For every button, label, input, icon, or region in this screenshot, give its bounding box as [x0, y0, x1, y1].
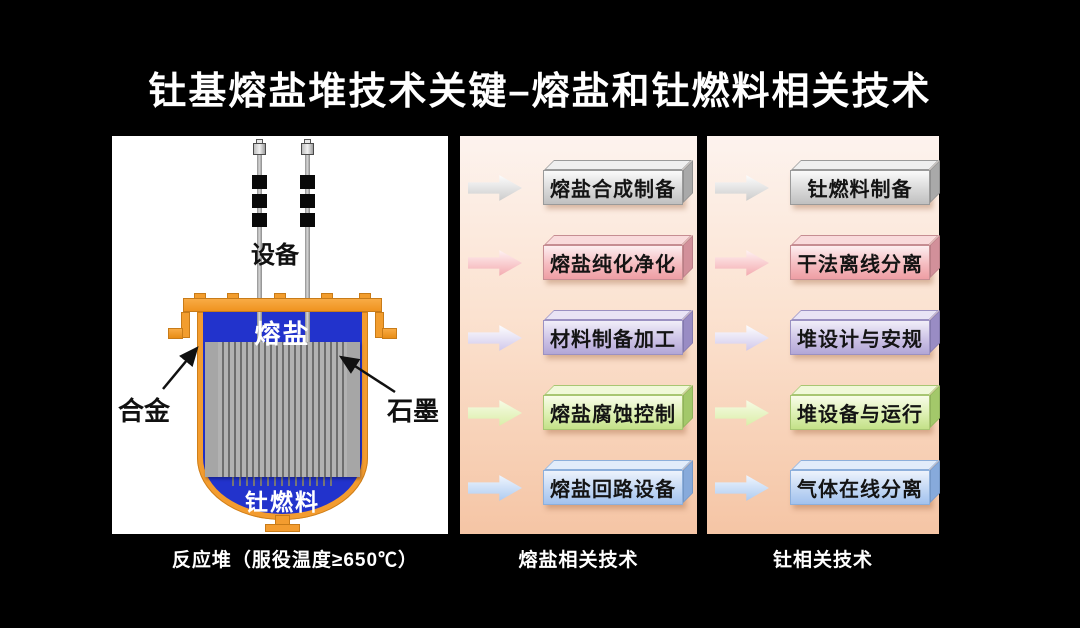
alloy-arrow-icon [162, 346, 199, 390]
reactor-panel: 设备 熔盐 钍燃料 合金 石墨 [112, 136, 448, 534]
vessel-lug-right [375, 312, 384, 338]
tech-box-label: 熔盐合成制备 [550, 179, 676, 201]
vessel-lug-left [181, 312, 190, 338]
graphite-channels [218, 342, 347, 477]
right-arrow-icon [715, 250, 769, 276]
flow-row: 熔盐回路设备 [460, 460, 697, 505]
rod-segment [252, 175, 267, 189]
tech-box-label: 干法离线分离 [797, 254, 923, 276]
tech-box-label: 钍燃料制备 [807, 179, 913, 201]
label-graphite: 石墨 [387, 396, 440, 426]
rod-segment [300, 194, 315, 208]
tech-box-label: 气体在线分离 [797, 479, 923, 501]
right-arrow-icon [715, 325, 769, 351]
tech-box: 熔盐回路设备 [543, 470, 683, 505]
vessel-pipe-left [168, 328, 183, 339]
tech-box: 熔盐合成制备 [543, 170, 683, 205]
flow-row: 气体在线分离 [707, 460, 939, 505]
graphite-core [205, 342, 360, 477]
tech-box-label: 熔盐腐蚀控制 [550, 404, 676, 426]
right-arrow-icon [468, 250, 522, 276]
tech-box: 堆设备与运行 [790, 395, 930, 430]
rod-segment [300, 213, 315, 227]
tech-box: 气体在线分离 [790, 470, 930, 505]
vessel-pipe-right [382, 328, 397, 339]
vessel-flange [183, 298, 382, 312]
flow-row: 干法离线分离 [707, 235, 939, 280]
rod-cap-icon [253, 143, 266, 155]
rod-segment [252, 213, 267, 227]
flow-row: 熔盐纯化净化 [460, 235, 697, 280]
right-arrow-icon [468, 400, 522, 426]
flow-row: 钍燃料制备 [707, 160, 939, 205]
right-arrow-icon [468, 475, 522, 501]
tech-box: 材料制备加工 [543, 320, 683, 355]
tech-box-label: 熔盐回路设备 [550, 479, 676, 501]
drain-nozzle-base [265, 524, 300, 532]
tech-box: 熔盐纯化净化 [543, 245, 683, 280]
tech-box-label: 材料制备加工 [550, 329, 676, 351]
salt-tech-rows: 熔盐合成制备 熔盐纯化净化 材料制备加工 熔盐腐蚀控制 熔盐回路设备 [460, 136, 697, 534]
tech-box-label: 熔盐纯化净化 [550, 254, 676, 276]
tech-box-label: 堆设备与运行 [797, 404, 923, 426]
reactor-caption: 反应堆（服役温度≥650℃） [171, 550, 419, 571]
right-arrow-icon [715, 475, 769, 501]
control-rod-left [257, 146, 262, 343]
thorium-tech-rows: 钍燃料制备 干法离线分离 堆设计与安规 堆设备与运行 气体在线分离 [707, 136, 939, 534]
rod-cap-icon [301, 143, 314, 155]
flow-row: 熔盐合成制备 [460, 160, 697, 205]
tech-box: 堆设计与安规 [790, 320, 930, 355]
slide-title: 钍基熔盐堆技术关键–熔盐和钍燃料相关技术 [148, 71, 932, 113]
graphite-rod-tails [227, 477, 337, 486]
thorium-tech-panel: 钍燃料制备 干法离线分离 堆设计与安规 堆设备与运行 气体在线分离 [707, 136, 939, 534]
right-arrow-icon [468, 175, 522, 201]
flow-row: 熔盐腐蚀控制 [460, 385, 697, 430]
flow-row: 堆设备与运行 [707, 385, 939, 430]
salt-caption: 熔盐相关技术 [518, 550, 639, 571]
label-thorium-fuel: 钍燃料 [245, 489, 320, 515]
right-arrow-icon [715, 400, 769, 426]
tech-box: 钍燃料制备 [790, 170, 930, 205]
rod-segment [252, 194, 267, 208]
salt-tech-panel: 熔盐合成制备 熔盐纯化净化 材料制备加工 熔盐腐蚀控制 熔盐回路设备 [460, 136, 697, 534]
tech-box: 熔盐腐蚀控制 [543, 395, 683, 430]
graphite-arrow-icon [338, 355, 396, 394]
right-arrow-icon [715, 175, 769, 201]
control-rod-right [305, 146, 310, 343]
flow-row: 堆设计与安规 [707, 310, 939, 355]
label-equipment: 设备 [251, 242, 299, 269]
tech-box: 干法离线分离 [790, 245, 930, 280]
flow-row: 材料制备加工 [460, 310, 697, 355]
annotation-arrows [162, 346, 396, 394]
label-molten-salt: 熔盐 [254, 319, 311, 349]
label-alloy: 合金 [118, 396, 171, 426]
thorium-caption: 钍相关技术 [772, 550, 873, 571]
rod-segment [300, 175, 315, 189]
right-arrow-icon [468, 325, 522, 351]
tech-box-label: 堆设计与安规 [797, 329, 923, 351]
